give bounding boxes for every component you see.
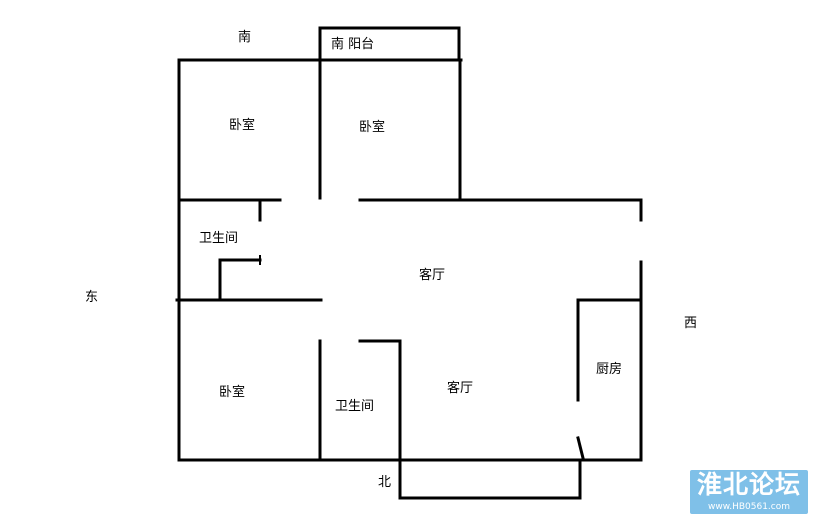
watermark-title: 淮北论坛 [696,470,801,499]
balcony-label: 南 阳台 [331,37,375,52]
bathroom-inner-wall [218,258,262,300]
kitchen-door [576,436,585,460]
bathroom-upper-label: 卫生间 [199,231,239,246]
watermark: 淮北论坛 www.HB0561.com [690,470,808,514]
bedroom-bottom-left-label: 卧室 [219,385,246,400]
balcony-wall [318,26,461,62]
kitchen-wall [576,298,643,402]
north-balcony-wall [398,458,582,500]
compass-north-label: 北 [378,475,392,490]
compass-east-label: 东 [85,290,99,305]
kitchen-label: 厨房 [596,362,623,377]
bedroom-top-left-label: 卧室 [229,118,256,133]
living-room-lower-label: 客厅 [447,381,474,396]
watermark-url: www.HB0561.com [707,502,791,512]
compass-south-label: 南 [238,30,252,45]
living-room-upper-label: 客厅 [419,268,446,283]
compass-west-label: 西 [684,316,698,331]
bathroom-lower-label: 卫生间 [335,399,375,414]
bedroom-top-mid-label: 卧室 [359,120,386,135]
bathroom-lower-wall [358,339,402,462]
